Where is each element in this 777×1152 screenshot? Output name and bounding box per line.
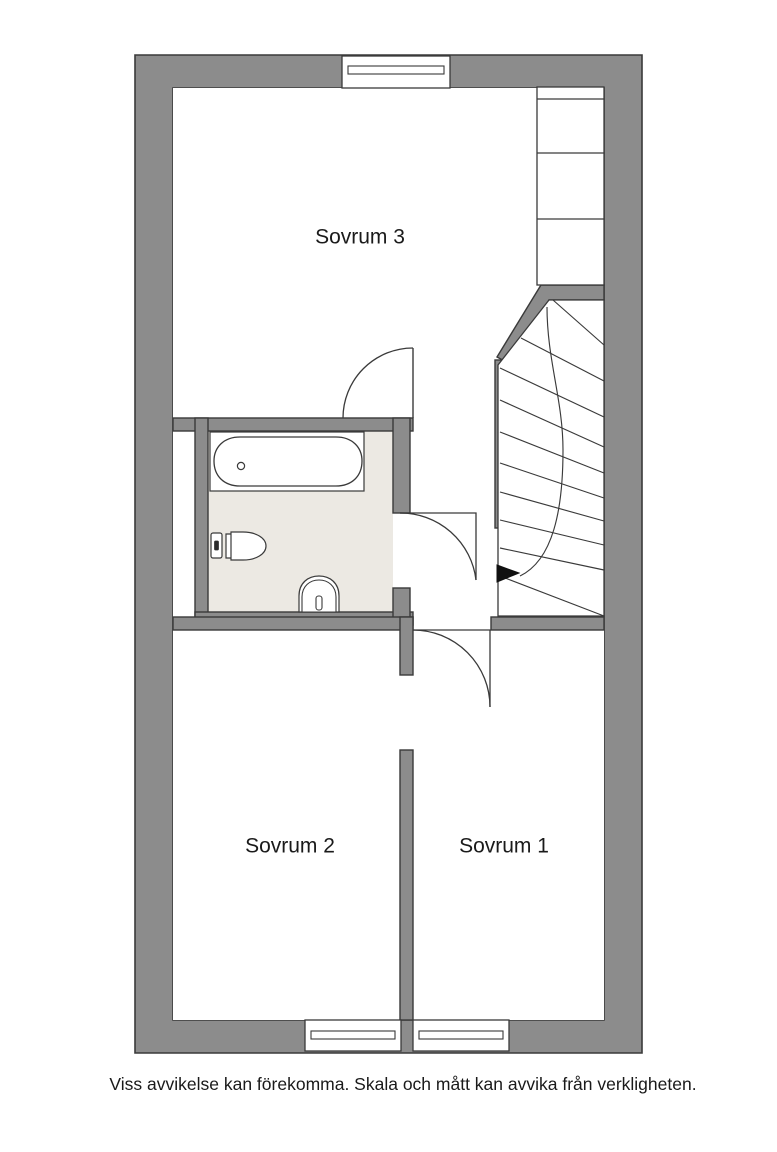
staircase bbox=[496, 86, 605, 617]
staircase-direction-arrow bbox=[496, 564, 521, 583]
bathtub-drain bbox=[236, 461, 246, 471]
wall-sovrum3-bathroom bbox=[172, 417, 414, 432]
bathtub bbox=[209, 431, 365, 492]
door-swing-arc-bathroom bbox=[399, 512, 477, 581]
washbasin bbox=[298, 575, 340, 613]
toilet bbox=[210, 531, 267, 561]
bathtub-basin bbox=[213, 436, 363, 487]
wall-door-jamb-lower bbox=[399, 616, 414, 676]
toilet-bowl bbox=[230, 531, 267, 561]
washbasin-faucet bbox=[315, 595, 323, 611]
staircase-upper-run bbox=[536, 86, 605, 286]
door-swing-arc-sovrum-3 bbox=[342, 347, 414, 419]
staircase-treads bbox=[499, 299, 605, 617]
disclaimer-text: Viss avvikelse kan förekomma. Skala och … bbox=[109, 1074, 696, 1094]
door-hall-lower bbox=[412, 629, 491, 708]
door-leaf-hall-lower bbox=[413, 629, 491, 707]
toilet-flush-plate bbox=[214, 540, 219, 551]
window-bottom-right bbox=[412, 1019, 510, 1052]
wall-sovrum2-sovrum1 bbox=[399, 749, 414, 1021]
wall-hall-lower-left bbox=[172, 616, 414, 631]
staircase-walkline bbox=[519, 306, 564, 577]
door-bathroom bbox=[399, 512, 477, 581]
wall-hall-lower-right bbox=[490, 616, 605, 631]
door-swing-arc-hall-lower bbox=[412, 629, 491, 708]
room-label-sovrum-2: Sovrum 2 bbox=[245, 835, 335, 858]
door-leaf-bathroom bbox=[400, 512, 477, 580]
room-label-sovrum-1: Sovrum 1 bbox=[459, 835, 549, 858]
wall-bathroom-right-upper bbox=[392, 417, 411, 514]
window-bottom-left bbox=[304, 1019, 402, 1052]
door-sovrum-3 bbox=[342, 347, 414, 419]
room-label-sovrum-3: Sovrum 3 bbox=[315, 226, 405, 249]
wall-bathroom-left bbox=[194, 417, 209, 626]
staircase-winder-run bbox=[497, 299, 605, 617]
window-top bbox=[341, 55, 451, 89]
